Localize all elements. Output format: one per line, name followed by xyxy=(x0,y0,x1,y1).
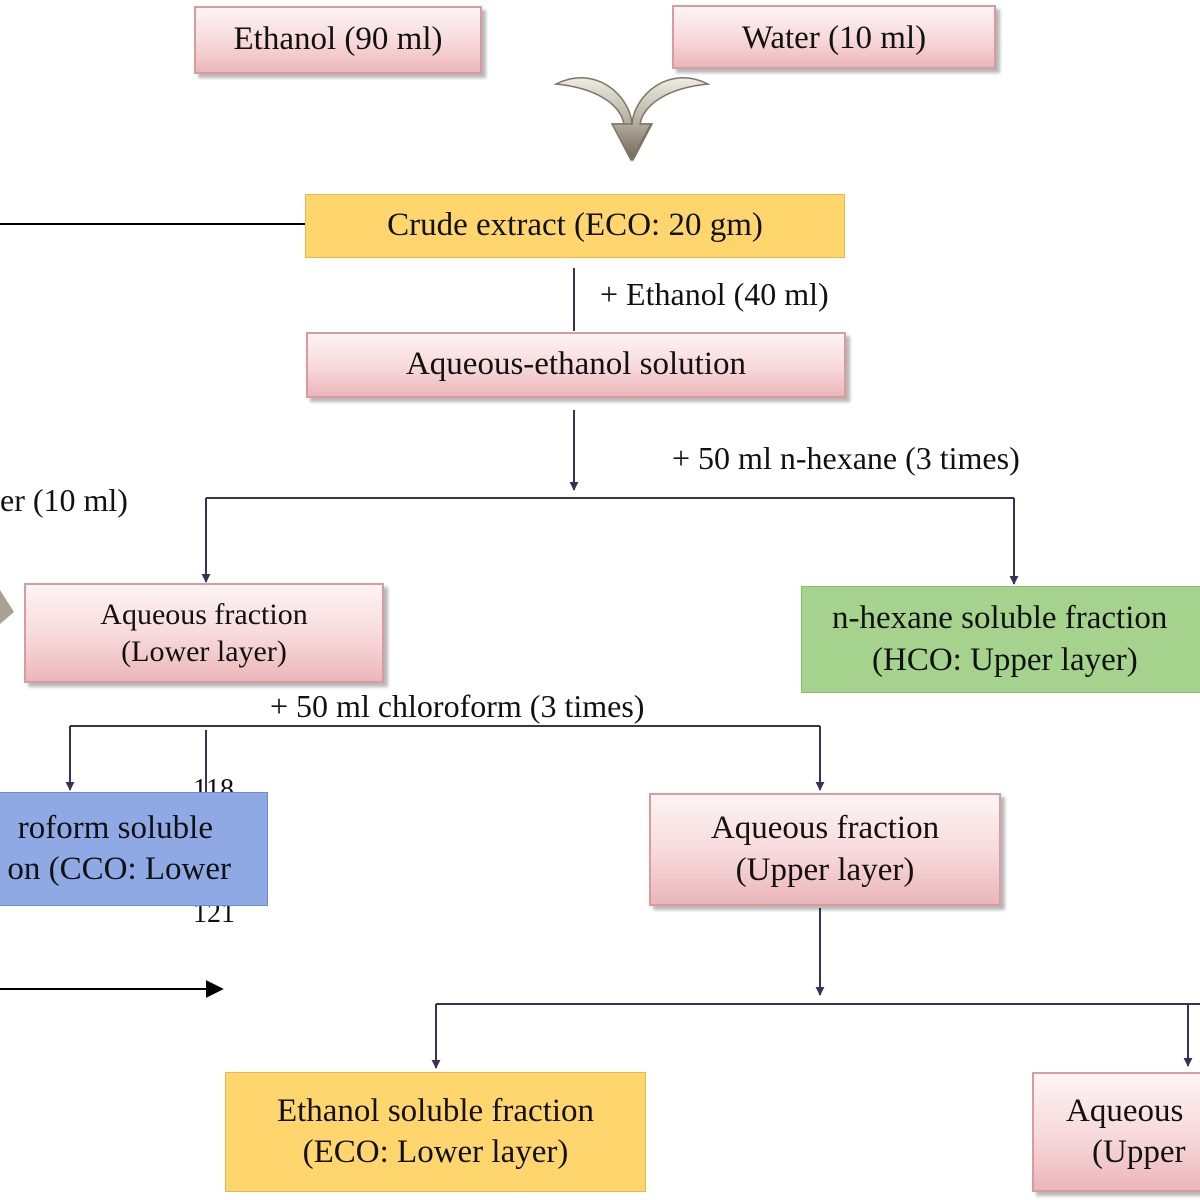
water-10-text: Water (10 ml) xyxy=(741,20,927,57)
chloroform-fraction-box: roform soluble on (CCO: Lower xyxy=(0,792,268,906)
aqueous-upper-right-line-2: (Upper xyxy=(1092,1134,1186,1170)
aqueous-upper-line-2: (Upper layer) xyxy=(735,851,915,888)
chloroform-fraction-line-1: roform soluble xyxy=(17,809,213,846)
ethanol-90-text: Ethanol (90 ml) xyxy=(233,21,443,58)
ethanol-fraction-line-1: Ethanol soluble fraction xyxy=(276,1092,595,1129)
hexane-fraction-line-1: n-hexane soluble fraction xyxy=(832,600,1168,637)
left-partial-arrow-icon xyxy=(0,590,14,624)
curved-merge-arrow-icon xyxy=(553,77,711,162)
add-ethanol-40-label: + Ethanol (40 ml) xyxy=(600,276,829,312)
aqueous-upper-right-box: Aqueous (Upper xyxy=(1032,1072,1200,1192)
crude-extract-text: Crude extract (ECO: 20 gm) xyxy=(387,207,763,244)
aqueous-upper-right-line-1: Aqueous xyxy=(1066,1092,1184,1129)
aqueous-upper-box: Aqueous fraction (Upper layer) xyxy=(649,793,1001,906)
water-10-box: Water (10 ml) xyxy=(672,5,996,69)
crude-extract-box: Crude extract (ECO: 20 gm) xyxy=(305,194,845,258)
aqueous-ethanol-box: Aqueous-ethanol solution xyxy=(306,332,846,398)
hexane-fraction-line-2: (HCO: Upper layer) xyxy=(872,641,1138,678)
aqueous-upper-line-1: Aqueous fraction xyxy=(710,810,940,847)
aqueous-lower-line-1: Aqueous fraction xyxy=(100,597,308,631)
ethanol-fraction-box: Ethanol soluble fraction (ECO: Lower lay… xyxy=(225,1072,646,1192)
chloroform-fraction-line-2: on (CCO: Lower xyxy=(7,851,231,887)
aqueous-lower-box: Aqueous fraction (Lower layer) xyxy=(24,583,384,683)
add-hexane-label: + 50 ml n-hexane (3 times) xyxy=(672,440,1020,476)
aqueous-ethanol-text: Aqueous-ethanol solution xyxy=(405,346,747,383)
add-chloroform-label: + 50 ml chloroform (3 times) xyxy=(270,688,645,724)
aqueous-lower-line-2: (Lower layer) xyxy=(121,635,287,668)
water-left-label: er (10 ml) xyxy=(0,482,128,518)
hexane-fraction-box: n-hexane soluble fraction (HCO: Upper la… xyxy=(801,586,1200,693)
ethanol-fraction-line-2: (ECO: Lower layer) xyxy=(302,1134,569,1170)
ethanol-90-box: Ethanol (90 ml) xyxy=(194,6,482,74)
